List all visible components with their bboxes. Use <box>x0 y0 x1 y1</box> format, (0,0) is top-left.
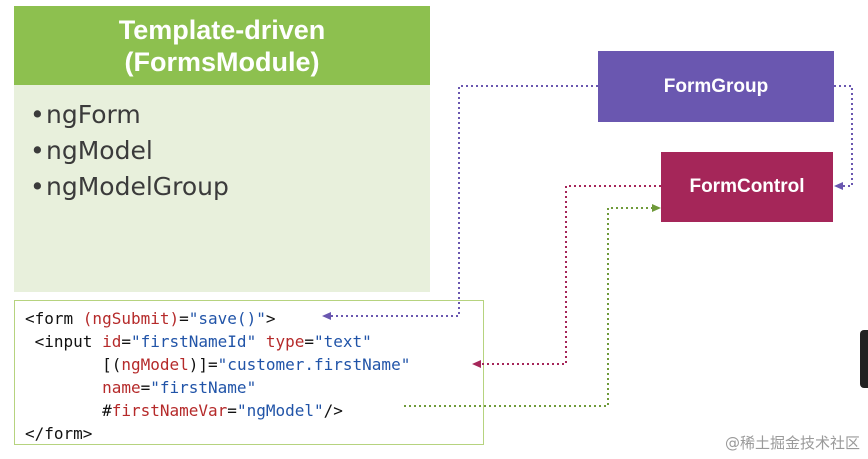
bullet-icon: • <box>30 100 45 129</box>
code-snippet-box: <form (ngSubmit)="save()"> <input id="fi… <box>14 300 484 445</box>
code-token: "save()" <box>188 309 266 328</box>
arrowhead-icon <box>834 182 843 190</box>
code-token: "firstName" <box>150 378 257 397</box>
code-token: "firstNameId" <box>130 332 257 351</box>
formcontrol-box: FormControl <box>661 152 833 222</box>
code-token: firstNameVar <box>111 401 228 420</box>
formgroup-box: FormGroup <box>598 51 834 122</box>
bullet-icon: • <box>30 136 45 165</box>
list-item-label: ngModelGroup <box>46 172 229 201</box>
formgroup-label: FormGroup <box>663 75 769 97</box>
code-token: # <box>25 401 112 420</box>
connector-formcontrol-to-ngmodel <box>480 185 661 365</box>
watermark: @稀土掘金技术社区 <box>724 434 860 452</box>
code-token: name <box>102 378 141 397</box>
formcontrol-label: FormControl <box>689 176 805 197</box>
code-token: "text" <box>314 332 372 351</box>
code-token: [( <box>25 355 122 374</box>
code-token: /> <box>323 401 343 420</box>
side-scroll-tab[interactable] <box>860 330 868 388</box>
connector-formgroup-to-formcontrol <box>834 85 853 187</box>
code-token: "ngModel" <box>236 401 324 420</box>
code-token: > <box>265 309 276 328</box>
code-line-2: <input id="firstNameId" type="text" <box>25 332 372 351</box>
template-driven-panel: •ngForm •ngModel •ngModelGroup <box>14 85 430 292</box>
code-token: = <box>304 332 315 351</box>
list-item-label: ngModel <box>46 136 153 165</box>
header-subtitle: (FormsModule) <box>124 46 320 77</box>
code-line-5: #firstNameVar="ngModel"/> <box>25 401 343 420</box>
code-token: <input <box>25 332 103 351</box>
code-line-4: name="firstName" <box>25 378 256 397</box>
code-token: id <box>102 332 122 351</box>
code-snippet: <form (ngSubmit)="save()"> <input id="fi… <box>25 307 410 445</box>
list-item: •ngForm <box>30 97 430 133</box>
list-item: •ngModel <box>30 133 430 169</box>
header-title: Template-driven <box>118 14 326 45</box>
code-token: type <box>265 332 305 351</box>
code-line-6: </form> <box>25 424 93 443</box>
template-driven-header: Template-driven (FormsModule) <box>14 6 430 85</box>
bullet-icon: • <box>30 172 45 201</box>
arrowhead-icon <box>472 360 481 368</box>
code-line-1: <form (ngSubmit)="save()"> <box>25 309 275 328</box>
directive-list: •ngForm •ngModel •ngModelGroup <box>14 85 430 205</box>
code-token: = <box>121 332 131 351</box>
code-token: = <box>227 401 237 420</box>
code-line-3: [(ngModel)]="customer.firstName" <box>25 355 410 374</box>
arrowhead-icon <box>322 312 331 320</box>
code-token: )]= <box>188 355 218 374</box>
connector-ngmodel-var-to-formcontrol <box>404 207 652 407</box>
list-item: •ngModelGroup <box>30 169 430 205</box>
code-token: <form <box>25 309 83 328</box>
code-token: (ngSubmit) <box>82 309 180 328</box>
code-token: = <box>140 378 151 397</box>
code-token: = <box>179 309 189 328</box>
list-item-label: ngForm <box>46 100 141 129</box>
connector-formgroup-to-form <box>330 85 598 317</box>
code-token: ngModel <box>121 355 189 374</box>
code-token: "customer.firstName" <box>217 355 411 374</box>
arrowhead-icon <box>652 204 661 212</box>
